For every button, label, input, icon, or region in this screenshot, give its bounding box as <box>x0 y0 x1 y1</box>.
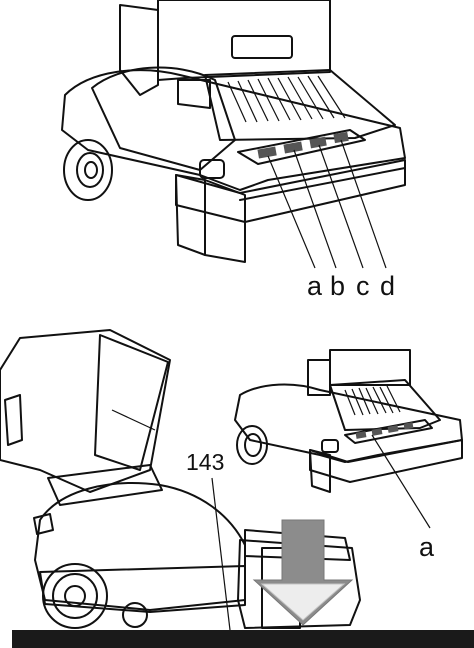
top-leader-lines <box>267 139 387 269</box>
inset-wheel-inner <box>244 433 262 457</box>
inset-wheel-outer <box>236 425 268 465</box>
top-front-corner <box>175 174 206 256</box>
large-vacuum <box>0 329 361 629</box>
callout-c: c <box>356 271 370 301</box>
inset-front-corner <box>309 449 331 493</box>
large-side-knob <box>33 513 54 535</box>
inset-side-switch <box>321 439 339 453</box>
large-cord-hook <box>4 394 23 446</box>
push-down-arrow-highlight <box>260 583 346 621</box>
inset-leader-line <box>371 434 431 529</box>
inset-handle <box>307 359 331 396</box>
top-base-body <box>61 69 406 191</box>
panel-button-d <box>333 131 349 144</box>
large-handle-seam <box>111 409 156 431</box>
panel-button-a <box>257 146 277 159</box>
top-neck <box>177 79 211 109</box>
large-wheel-hub <box>64 585 86 607</box>
part-number-leader <box>211 477 231 631</box>
inset-control-panel <box>344 419 433 444</box>
part-number-label: 143 <box>186 449 224 475</box>
bottom-figure: a 143 <box>0 329 474 648</box>
inset-front-bumper <box>309 439 463 483</box>
top-motor-dome <box>91 66 236 171</box>
top-wheel-outer <box>63 139 113 201</box>
large-wheel-outer <box>42 563 108 629</box>
top-front-face <box>204 179 246 263</box>
large-handle-panel <box>94 334 169 471</box>
top-vent-grille <box>227 75 346 123</box>
callout-b: b <box>330 271 345 301</box>
top-wheel-hub <box>84 161 98 179</box>
top-upper-housing <box>157 0 331 81</box>
top-handle-column <box>119 4 159 96</box>
top-bumper-lip <box>239 167 406 201</box>
panel-button-c <box>309 136 327 149</box>
callout-d: d <box>380 271 395 301</box>
top-side-switch <box>199 159 225 179</box>
top-panel-buttons <box>257 131 349 159</box>
inset-vent-housing <box>329 379 441 431</box>
inset-panel-buttons <box>355 422 414 439</box>
inset-vacuum: a <box>234 349 463 562</box>
top-figure: a b c d <box>61 0 406 301</box>
large-wheel-mid <box>52 573 98 619</box>
inset-base-body <box>234 383 463 463</box>
panel-button-b <box>283 141 303 154</box>
top-housing-window <box>231 35 293 59</box>
top-control-panel <box>237 129 366 165</box>
top-vent-housing <box>204 69 396 141</box>
large-nozzle-box <box>237 539 361 629</box>
inset-callout-a: a <box>419 532 435 562</box>
floor-surface <box>12 630 474 648</box>
callout-a: a <box>307 271 323 301</box>
top-wheel-inner <box>76 152 104 188</box>
large-collar <box>47 464 163 506</box>
large-handle-body <box>0 329 171 493</box>
large-base-lower <box>39 565 246 613</box>
large-rear-roller <box>122 602 148 628</box>
